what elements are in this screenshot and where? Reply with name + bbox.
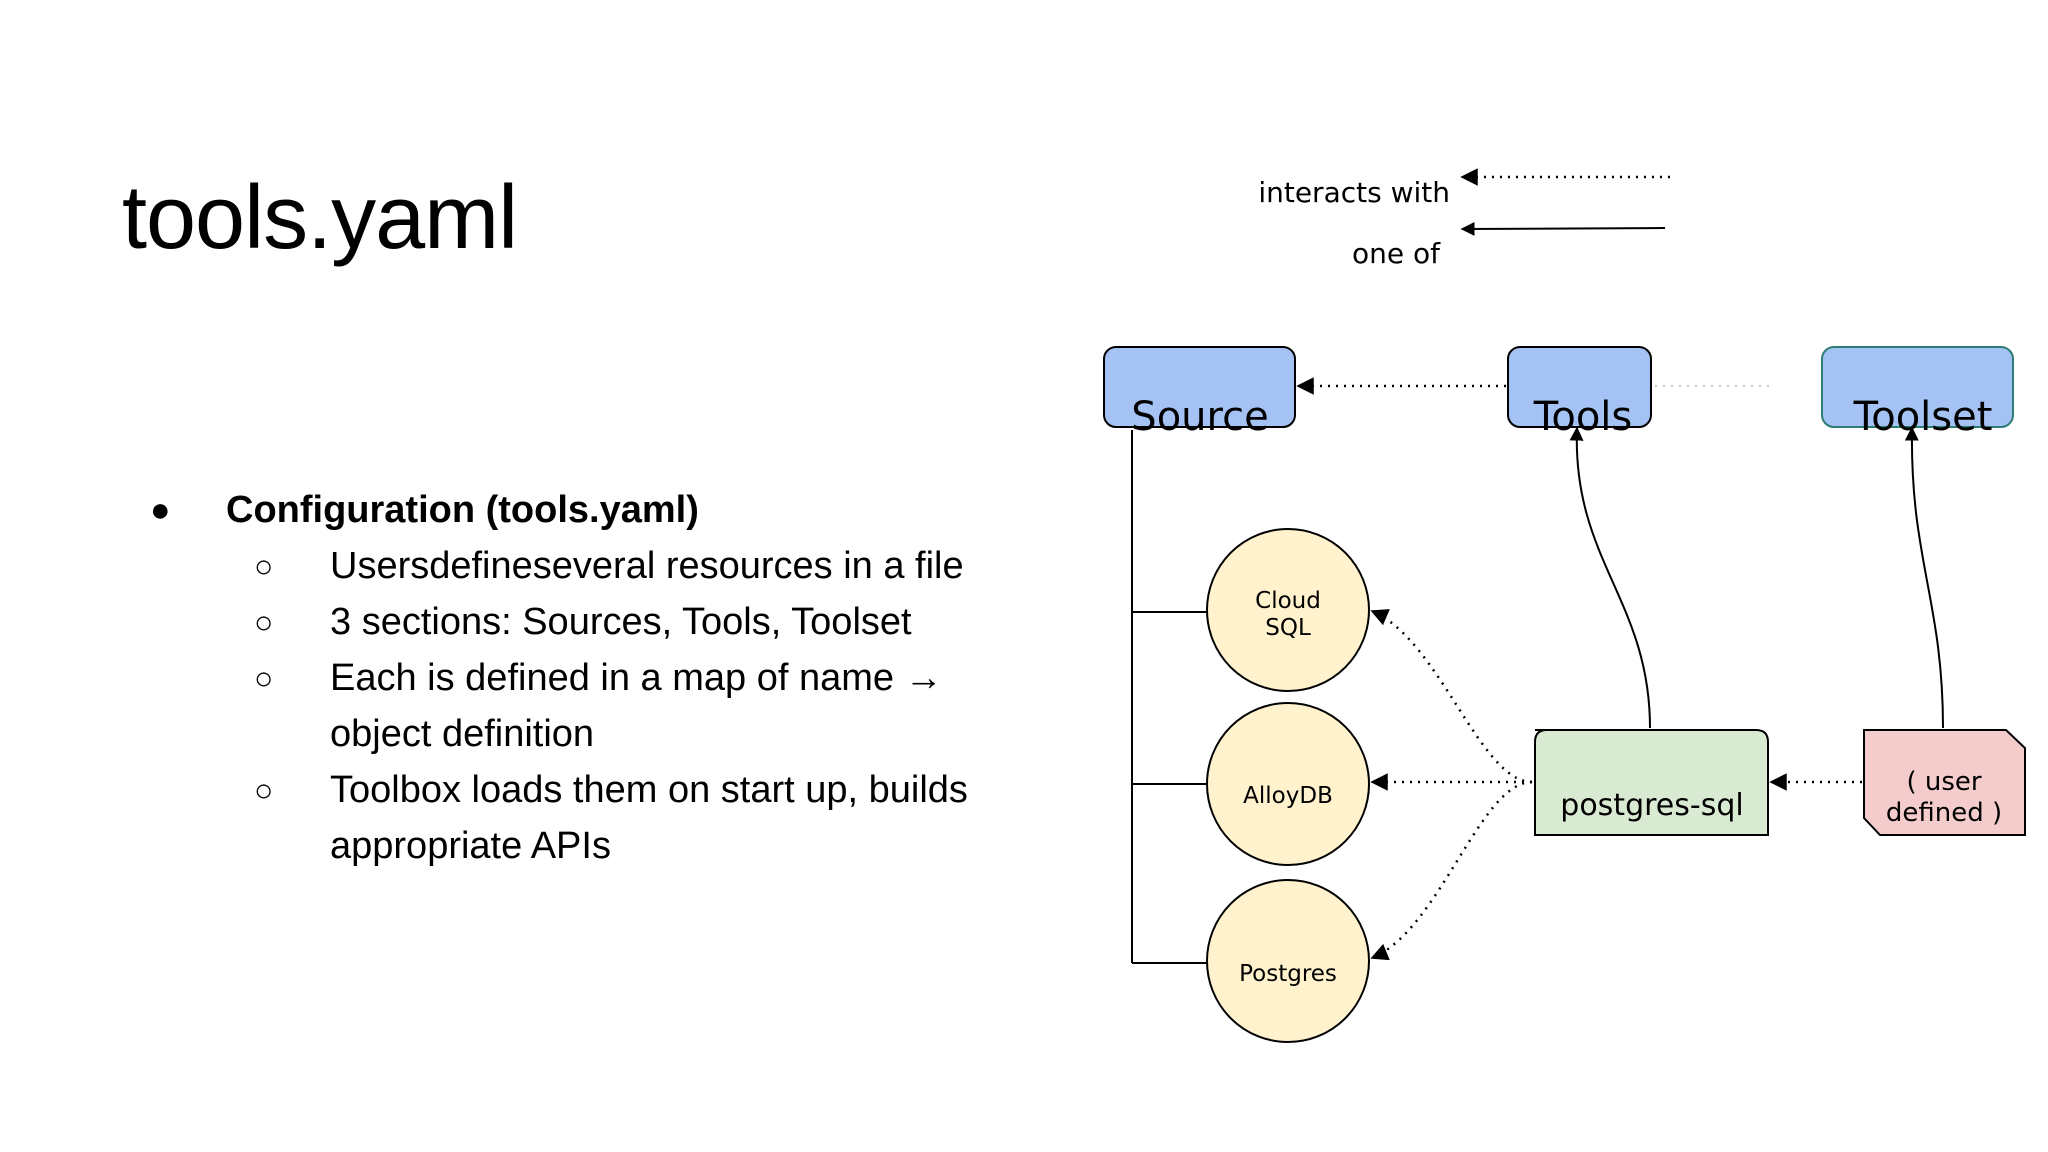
- sub-bullet-item: ○ 3 sections: Sources, Tools, Toolset: [150, 594, 1050, 650]
- cloud-sql-line1: Cloud: [1255, 588, 1321, 614]
- tools-box: Tools: [1507, 346, 1652, 440]
- cloud-sql-line2: SQL: [1265, 615, 1311, 641]
- postgres-sql-box: postgres-sql: [1534, 729, 1769, 836]
- slide-title: tools.yaml: [122, 168, 518, 268]
- sub-bullet-circle-icon: ○: [254, 604, 274, 640]
- sub-bullet-item: ○ Each is defined in a map of name → obj…: [150, 650, 1050, 762]
- sub-bullet-item: ○ Toolbox loads them on start up, builds…: [150, 762, 1050, 874]
- source-tree-lines: [1131, 430, 1207, 964]
- alloydb-node: AlloyDB: [1206, 702, 1370, 866]
- to-postgres-arrow: [1370, 780, 1533, 961]
- legend-one-of-label: one of: [1352, 237, 1441, 270]
- cloud-sql-node: Cloud SQL: [1206, 528, 1370, 692]
- sub-bullet-text: Usersdefineseveral resources in a file: [330, 545, 964, 587]
- user-defined-to-toolset-arrow: [1904, 426, 1944, 729]
- to-cloud-sql-arrow: [1370, 609, 1533, 784]
- user-defined-line2: defined ): [1886, 798, 2002, 828]
- sub-bullet-text: Each is defined in a map of name → objec…: [330, 657, 943, 755]
- toolset-box: Toolset: [1821, 346, 2014, 440]
- sub-bullet-circle-icon: ○: [254, 660, 274, 696]
- sub-bullet-text: 3 sections: Sources, Tools, Toolset: [330, 601, 912, 643]
- bullet-item: ● Configuration (tools.yaml): [150, 482, 1050, 538]
- toolset-label: Toolset: [1853, 394, 1993, 440]
- user-defined-box: ( user defined ): [1863, 729, 2026, 836]
- tools-label: Tools: [1533, 394, 1633, 440]
- sub-bullet-circle-icon: ○: [254, 772, 274, 808]
- alloydb-label: AlloyDB: [1243, 783, 1333, 809]
- source-box: Source: [1103, 346, 1296, 440]
- user-defined-line1: ( user: [1906, 767, 1981, 797]
- postgres-label: Postgres: [1239, 961, 1337, 987]
- bullet-text: Configuration (tools.yaml): [226, 489, 699, 531]
- source-label: Source: [1131, 394, 1268, 440]
- postgres-sql-label: postgres-sql: [1560, 788, 1743, 823]
- sub-bullet-circle-icon: ○: [254, 548, 274, 584]
- sub-bullet-text: Toolbox loads them on start up, builds a…: [330, 769, 968, 867]
- postgres-sql-to-tools-arrow: [1569, 426, 1651, 729]
- legend-solid-arrow: [1460, 221, 1666, 236]
- legend-interacts-with-label: interacts with: [1258, 176, 1450, 209]
- bullet-dot-icon: ●: [150, 491, 171, 529]
- sub-bullet-item: ○ Usersdefineseveral resources in a file: [150, 538, 1050, 594]
- postgres-node: Postgres: [1206, 879, 1370, 1043]
- bullet-list: ● Configuration (tools.yaml) ○ Usersdefi…: [150, 482, 1050, 874]
